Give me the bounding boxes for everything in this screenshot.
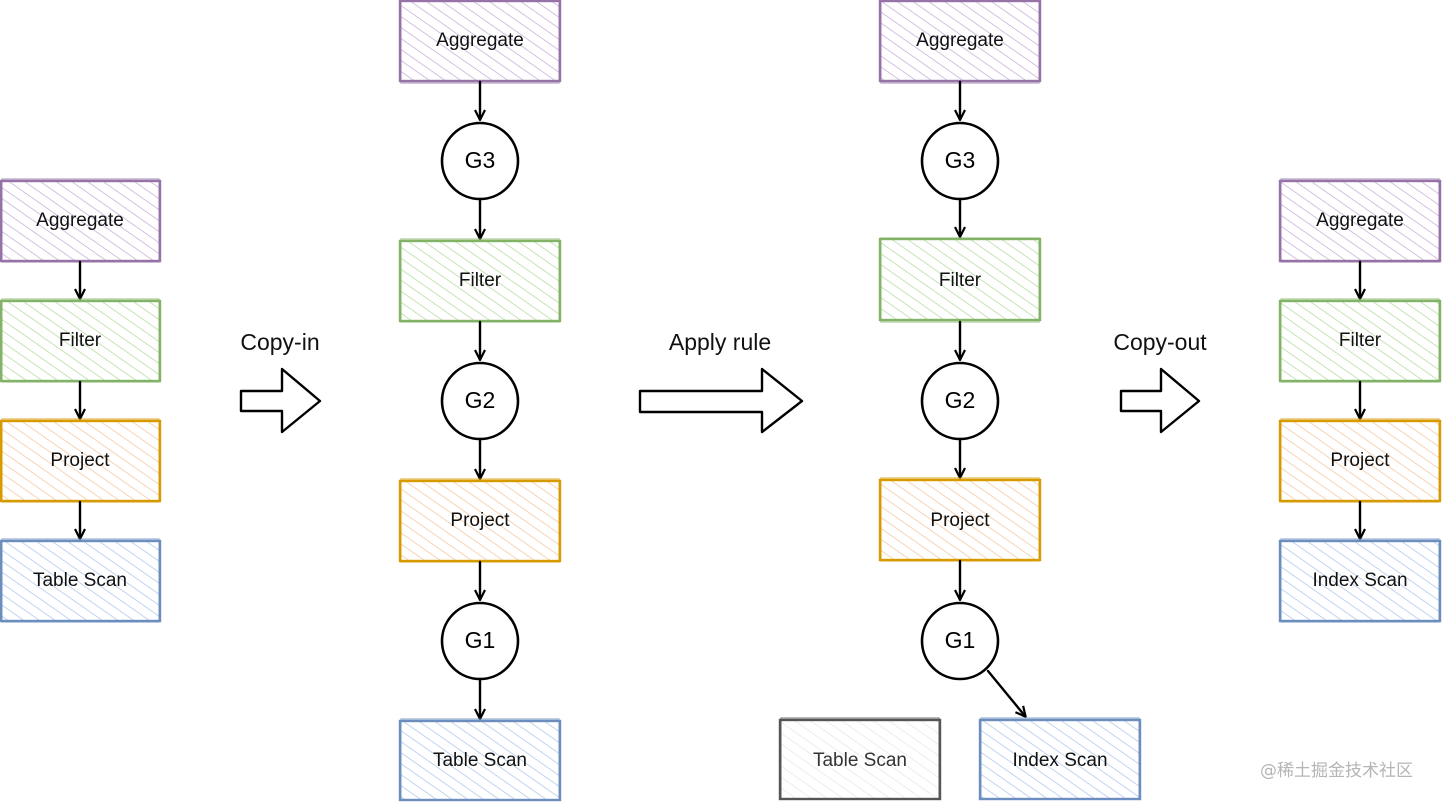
memo-before-table-scan-label: Table Scan xyxy=(433,750,527,771)
memo-before-project-node: Project xyxy=(398,478,562,563)
original-table-scan-node: Table Scan xyxy=(0,538,162,623)
memo-after-filter-node: Filter xyxy=(878,237,1042,323)
memo-before-g3-group: G3 xyxy=(440,121,520,201)
memo-before-table-scan-node: Table Scan xyxy=(398,718,562,802)
original-aggregate-label: Aggregate xyxy=(36,210,124,231)
memo-before-g1-group: G1 xyxy=(440,601,520,681)
memo-after-table-scan-node: Table Scan xyxy=(778,717,942,801)
memo-after-project-label: Project xyxy=(930,510,990,531)
original-plan: Aggregate Filter Project Table Scan xyxy=(0,178,162,623)
apply-rule-label: Apply rule xyxy=(669,329,771,355)
original-filter-node: Filter xyxy=(0,298,162,383)
edge-after-g1-index-scan xyxy=(986,669,1025,716)
new-filter-label: Filter xyxy=(1339,330,1382,351)
new-project-label: Project xyxy=(1330,450,1390,471)
memo-before-g2-label: G2 xyxy=(465,387,496,413)
memo-after-project-node: Project xyxy=(878,477,1042,562)
memo-after-g2-label: G2 xyxy=(945,387,976,413)
memo-after: Aggregate G3 Filter G2 Project xyxy=(778,0,1142,801)
copy-out-step: Copy-out xyxy=(1113,329,1207,434)
memo-before-aggregate-node: Aggregate xyxy=(398,0,562,84)
new-filter-node: Filter xyxy=(1278,298,1442,383)
memo-before: Aggregate G3 Filter G2 Project xyxy=(398,0,562,802)
memo-after-g1-group: G1 xyxy=(920,601,1000,681)
memo-after-filter-label: Filter xyxy=(939,270,982,291)
memo-before-g1-label: G1 xyxy=(465,627,496,653)
copy-out-arrow xyxy=(1119,367,1201,434)
watermark: @稀土掘金技术社区 xyxy=(1260,761,1413,781)
memo-before-filter-node: Filter xyxy=(398,238,562,323)
memo-after-index-scan-node: Index Scan xyxy=(978,717,1142,801)
memo-before-g2-group: G2 xyxy=(440,361,520,441)
new-index-scan-label: Index Scan xyxy=(1312,570,1407,591)
apply-rule-arrow xyxy=(638,367,804,434)
memo-after-aggregate-node: Aggregate xyxy=(878,0,1042,84)
new-plan: Aggregate Filter Project Index Scan xyxy=(1278,178,1442,623)
original-project-label: Project xyxy=(50,450,110,471)
original-filter-label: Filter xyxy=(59,330,102,351)
original-aggregate-node: Aggregate xyxy=(0,178,162,263)
memo-after-aggregate-label: Aggregate xyxy=(916,30,1004,51)
memo-after-g3-label: G3 xyxy=(945,147,976,173)
memo-after-g1-label: G1 xyxy=(945,627,976,653)
memo-after-g2-group: G2 xyxy=(920,361,1000,441)
memo-after-table-scan-label: Table Scan xyxy=(813,750,907,771)
memo-after-g3-group: G3 xyxy=(920,121,1000,201)
memo-before-aggregate-label: Aggregate xyxy=(436,30,524,51)
new-aggregate-label: Aggregate xyxy=(1316,210,1404,231)
new-aggregate-node: Aggregate xyxy=(1278,178,1442,263)
copy-out-label: Copy-out xyxy=(1113,329,1207,355)
original-project-node: Project xyxy=(0,418,162,503)
apply-rule-step: Apply rule xyxy=(638,329,804,434)
memo-before-project-label: Project xyxy=(450,510,510,531)
copy-in-step: Copy-in xyxy=(239,329,322,434)
memo-before-filter-label: Filter xyxy=(459,270,502,291)
memo-before-g3-label: G3 xyxy=(465,147,496,173)
new-index-scan-node: Index Scan xyxy=(1278,538,1442,623)
copy-in-arrow xyxy=(239,367,322,434)
new-project-node: Project xyxy=(1278,418,1442,503)
memo-after-index-scan-label: Index Scan xyxy=(1012,750,1107,771)
copy-in-label: Copy-in xyxy=(240,329,319,355)
original-table-scan-label: Table Scan xyxy=(33,570,127,591)
